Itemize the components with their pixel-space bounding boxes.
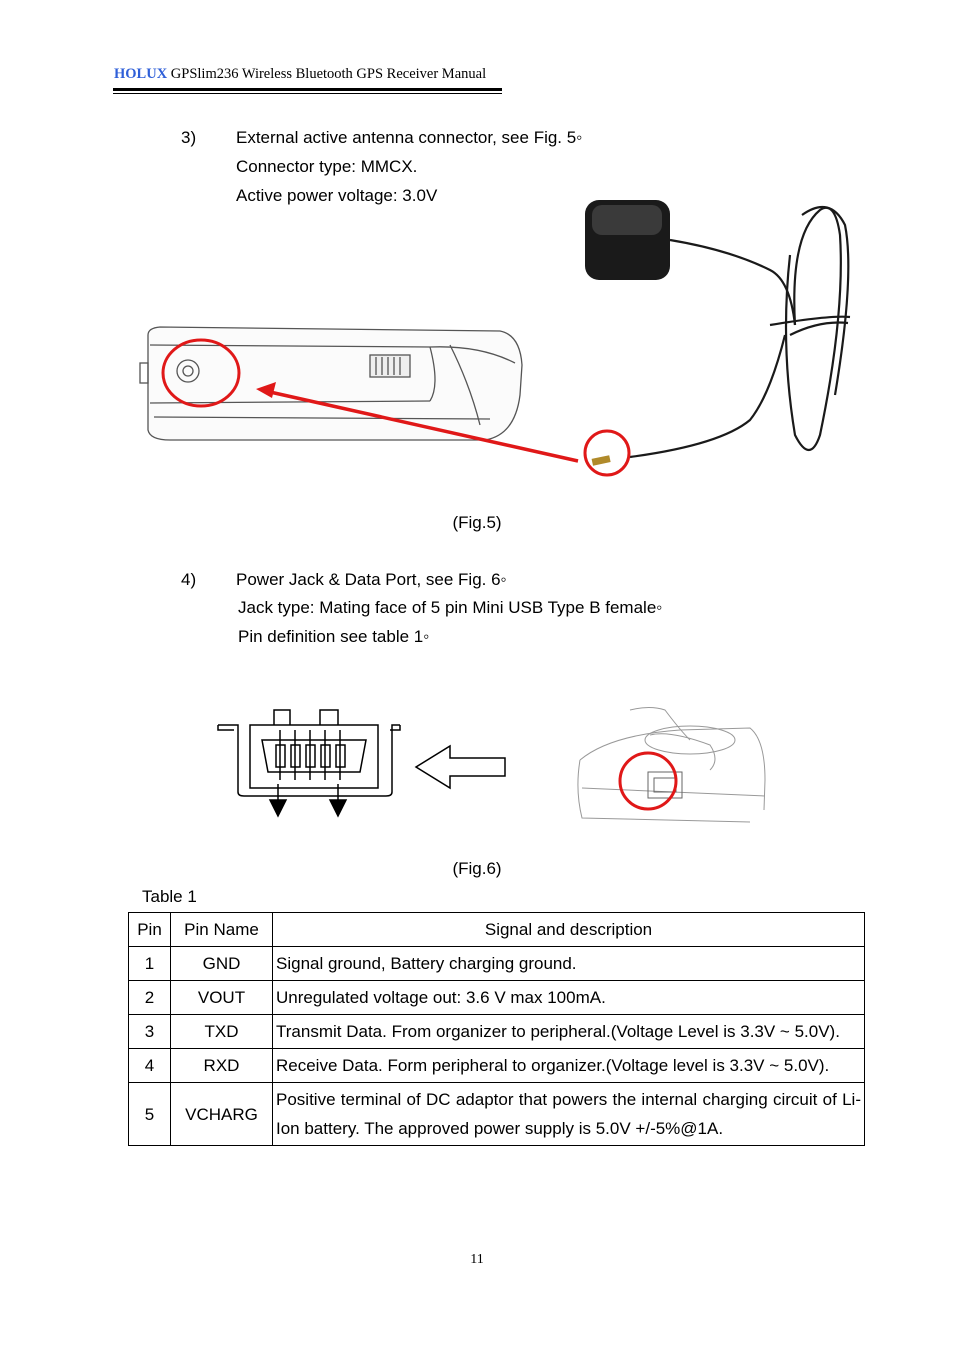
mini-usb-connector-drawing <box>217 709 401 797</box>
pointer-arrow <box>269 390 579 463</box>
section3-line3: Active power voltage: 3.0V <box>236 186 438 205</box>
running-header: HOLUX GPSlim236 Wireless Bluetooth GPS R… <box>114 66 486 83</box>
header-signal-description: Signal and description <box>272 912 865 947</box>
section3-line1: External active antenna connector, see F… <box>236 128 583 147</box>
header-pin: Pin <box>128 912 171 947</box>
pin-name: TXD <box>170 1014 273 1049</box>
pin-number: 5 <box>128 1082 171 1146</box>
gps-receiver-side-view <box>139 326 523 441</box>
antenna-puck <box>585 200 670 280</box>
pin-description: Transmit Data. From organizer to periphe… <box>272 1014 865 1049</box>
fig5-caption: (Fig.5) <box>452 513 502 532</box>
fig6-caption: (Fig.6) <box>452 859 502 878</box>
manual-title: GPSlim236 Wireless Bluetooth GPS Receive… <box>170 66 487 82</box>
pin-description: Receive Data. Form peripheral to organiz… <box>272 1048 865 1083</box>
section4-line1: Power Jack & Data Port, see Fig. 6◦ <box>236 570 507 589</box>
receiver-connector-highlight <box>161 338 241 408</box>
pin-number: 2 <box>128 980 171 1015</box>
table-row: 1 GND Signal ground, Battery charging gr… <box>128 946 865 981</box>
pin-description: Positive terminal of DC adaptor that pow… <box>272 1082 865 1146</box>
table-row: 5 VCHARG Positive terminal of DC adaptor… <box>128 1082 865 1146</box>
header-rule <box>113 88 502 91</box>
direction-arrow <box>414 744 506 790</box>
page-number: 11 <box>470 1252 484 1267</box>
pin-name: RXD <box>170 1048 273 1083</box>
mmcx-connector <box>591 455 611 466</box>
table-header-row: Pin Pin Name Signal and description <box>128 912 865 947</box>
table-label: Table 1 <box>142 887 197 906</box>
pin-name: VCHARG <box>170 1082 273 1146</box>
port-highlight <box>618 751 678 811</box>
item-number-4: 4) <box>181 570 197 589</box>
table-row: 3 TXD Transmit Data. From organizer to p… <box>128 1014 865 1049</box>
pin-number: 1 <box>128 946 171 981</box>
fig5-illustration <box>139 200 851 477</box>
pin-description: Signal ground, Battery charging ground. <box>272 946 865 981</box>
fig6-illustration <box>217 707 766 823</box>
table-row: 2 VOUT Unregulated voltage out: 3.6 V ma… <box>128 980 865 1015</box>
pin-number: 3 <box>128 1014 171 1049</box>
pin-name: VOUT <box>170 980 273 1015</box>
section4-line2: Jack type: Mating face of 5 pin Mini USB… <box>238 598 663 617</box>
antenna-connector-highlight <box>583 429 631 477</box>
section3-line2: Connector type: MMCX. <box>236 157 418 176</box>
header-rule-thin <box>113 93 502 94</box>
pin-number: 4 <box>128 1048 171 1083</box>
item-number-3: 3) <box>181 128 197 147</box>
latch-arrows <box>268 784 348 818</box>
brand-name: HOLUX <box>114 66 168 82</box>
pin-name: GND <box>170 946 273 981</box>
pin-definition-table: Pin Pin Name Signal and description 1 GN… <box>128 912 865 1146</box>
pin-description: Unregulated voltage out: 3.6 V max 100mA… <box>272 980 865 1015</box>
arrow-head <box>256 382 276 398</box>
header-pin-name: Pin Name <box>170 912 273 947</box>
antenna-cable <box>629 205 851 459</box>
section4-line3: Pin definition see table 1◦ <box>238 627 430 646</box>
table-row: 4 RXD Receive Data. Form peripheral to o… <box>128 1048 865 1083</box>
